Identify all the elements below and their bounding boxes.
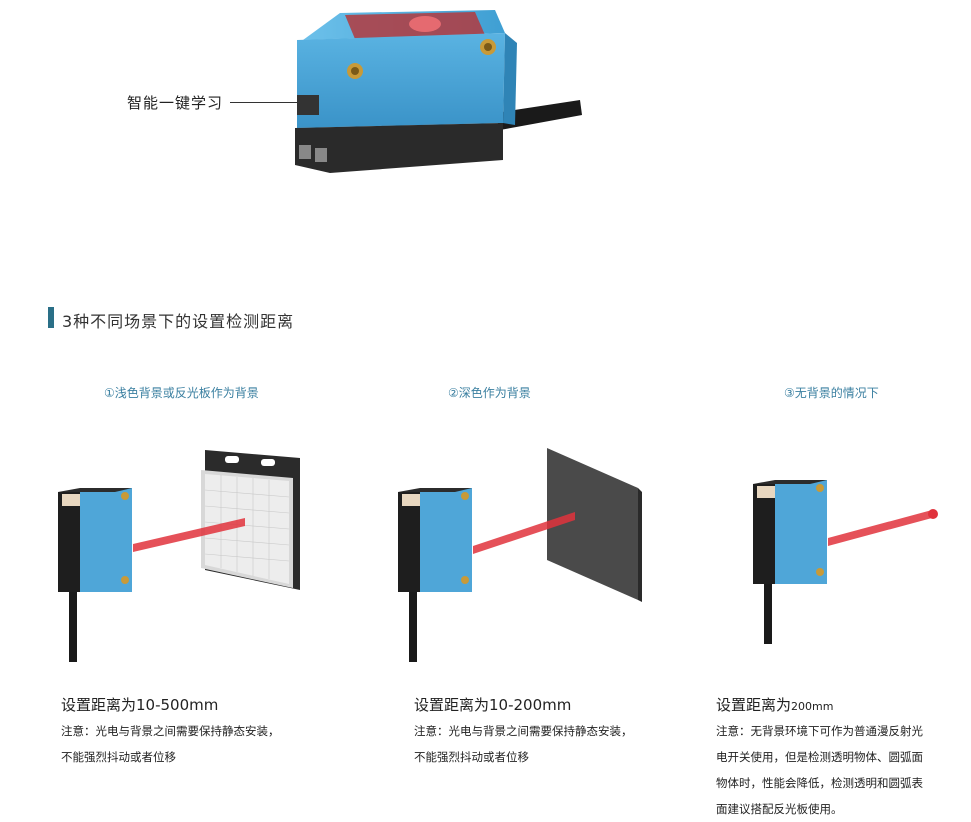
scene-1-caption: ①浅色背景或反光板作为背景	[104, 386, 259, 400]
product-sensor-image	[295, 10, 582, 173]
scene-2-note-line: 不能强烈抖动或者位移	[414, 750, 529, 764]
one-key-learning-label: 智能一键学习	[127, 94, 224, 112]
scene-2-distance-prefix: 设置距离为	[414, 696, 490, 714]
scene-2-note: 注意：光电与背景之间需要保持静态安装， 不能强烈抖动或者位移	[414, 718, 633, 770]
scene-3-distance-value: 200mm	[791, 700, 834, 713]
scene-3-distance-prefix: 设置距离为	[716, 696, 792, 714]
section-title: 3种不同场景下的设置检测距离	[62, 312, 295, 331]
scene-3-distance: 设置距离为200mm	[716, 694, 833, 715]
scene-1-note-line: 不能强烈抖动或者位移	[61, 750, 176, 764]
scene-1-distance: 设置距离为10-500mm	[61, 694, 218, 715]
scene-3-note-line: 面建议搭配反光板使用。	[716, 802, 843, 816]
scene-1-distance-value: 10-500mm	[136, 696, 219, 714]
scene-1-note-line: 注意：光电与背景之间需要保持静态安装，	[61, 724, 280, 738]
scene-3-illustration	[753, 480, 938, 644]
scene-1-note: 注意：光电与背景之间需要保持静态安装， 不能强烈抖动或者位移	[61, 718, 280, 770]
scene-3-note-line: 物体时，性能会降低，检测透明和圆弧表	[716, 776, 923, 790]
scene-2-distance-value: 10-200mm	[489, 696, 572, 714]
scene-1-illustration	[58, 450, 300, 662]
scene-2-distance: 设置距离为10-200mm	[414, 694, 571, 715]
scene-1-distance-prefix: 设置距离为	[61, 696, 137, 714]
scene-3-note-line: 注意：无背景环境下可作为普通漫反射光	[716, 724, 923, 738]
scene-3-note-line: 电开关使用，但是检测透明物体、圆弧面	[716, 750, 923, 764]
scene-3-caption: ③无背景的情况下	[784, 386, 879, 400]
section-accent-bar	[48, 307, 54, 328]
scene-3-note: 注意：无背景环境下可作为普通漫反射光 电开关使用，但是检测透明物体、圆弧面 物体…	[716, 718, 923, 822]
scene-2-caption: ②深色作为背景	[448, 386, 531, 400]
scene-2-illustration	[398, 448, 642, 662]
callout-line	[230, 102, 298, 103]
scene-2-note-line: 注意：光电与背景之间需要保持静态安装，	[414, 724, 633, 738]
